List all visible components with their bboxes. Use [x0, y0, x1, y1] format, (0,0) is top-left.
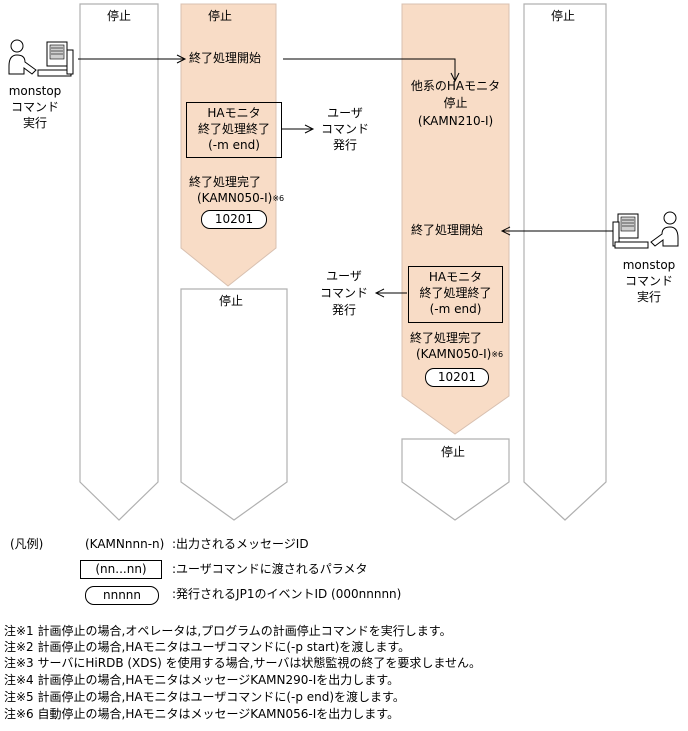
- col2-user-cmd-line2: コマンド: [320, 122, 369, 136]
- column-2-stopped-shape: [180, 288, 288, 521]
- note-6: 注※6 自動停止の場合,HAモニタはメッセージKAMN056-Iを出力します。: [4, 707, 400, 721]
- col3-user-cmd-line1: ユーザ: [326, 269, 362, 283]
- arrow-shutdown-to-other: [283, 58, 456, 80]
- col3-bottom-stop-label: 停止: [441, 445, 466, 459]
- note-5: 注※5 計画停止の場合,HAモニタはユーザコマンドに(-p end)を渡します。: [4, 690, 405, 704]
- legend-title: (凡例): [10, 537, 44, 551]
- right-user-execute: 実行: [636, 290, 661, 304]
- note-2: 注※2 計画停止の場合,HAモニタはユーザコマンドに(-p start)を渡しま…: [4, 640, 411, 654]
- col3-stop-line1: 他系のHAモニタ: [410, 79, 501, 93]
- col3-ha-box-line3: (-m end): [429, 302, 482, 316]
- legend-param-key: (nn...nn): [95, 562, 147, 576]
- col2-ha-box-line1: HAモニタ: [207, 106, 261, 120]
- col2-shutdown-start: 終了処理開始: [189, 51, 262, 65]
- col3-ha-box-line2: 終了処理終了: [419, 286, 492, 300]
- column-4-stopped-shape: [523, 3, 607, 521]
- col3-event-id-pill: 10201: [425, 368, 489, 387]
- col3-stop-line3: (KAMN210-I): [417, 114, 494, 128]
- note-4: 注※4 計画停止の場合,HAモニタはメッセージKAMN290-Iを出力します。: [4, 673, 400, 687]
- col2-complete-note: ※6: [272, 194, 285, 203]
- left-user-command: コマンド: [10, 100, 59, 114]
- legend-event-pill: nnnnn: [85, 586, 159, 605]
- col3-stop-line2: 停止: [443, 96, 468, 110]
- legend-msg-desc: :出力されるメッセージID: [172, 537, 309, 551]
- col3-ha-monitor-box: [408, 266, 503, 323]
- col2-complete-line2: (KAMN050-I)※6: [197, 191, 284, 206]
- col3-complete-msgid: (KAMN050-I): [416, 347, 492, 361]
- right-user-monstop: monstop: [622, 258, 676, 272]
- col2-stop-label: 停止: [208, 9, 233, 23]
- legend-param-desc: :ユーザコマンドに渡されるパラメタ: [172, 562, 368, 576]
- column-3-active-shape: [401, 3, 510, 435]
- col2-complete-line1: 終了処理完了: [189, 175, 262, 189]
- legend-event-desc: :発行されるJP1のイベントID (000nnnnn): [172, 587, 402, 601]
- col3-complete-note: ※6: [491, 350, 504, 359]
- column-1-stopped-shape: [79, 3, 159, 521]
- col2-complete-msgid: (KAMN050-I): [197, 191, 273, 205]
- col3-user-cmd-line2: コマンド: [319, 286, 368, 300]
- col3-ha-box-line1: HAモニタ: [428, 270, 483, 284]
- col1-stop-label: 停止: [107, 9, 132, 23]
- left-user-execute: 実行: [22, 116, 47, 130]
- col2-event-id-pill: 10201: [201, 210, 267, 229]
- col4-stop-label: 停止: [551, 9, 576, 23]
- col2-bottom-stop-label: 停止: [219, 294, 244, 308]
- right-user-command: コマンド: [624, 274, 673, 288]
- col2-ha-box-line2: 終了処理終了: [197, 122, 270, 136]
- operator-icon-left: [8, 39, 74, 77]
- left-user-monstop: monstop: [8, 84, 62, 98]
- note-3: 注※3 サーバにHiRDB (XDS) を使用する場合,サーバは状態監視の終了を…: [4, 656, 481, 670]
- operator-icon-right: [612, 211, 679, 249]
- col3-user-cmd-line3: 発行: [331, 303, 356, 317]
- col2-ha-box-line3: (-m end): [208, 138, 260, 152]
- col2-user-cmd-line1: ユーザ: [327, 106, 363, 120]
- col2-ha-monitor-box: [186, 102, 282, 158]
- legend-msg-key: (KAMNnnn-n): [85, 537, 165, 551]
- note-1: 注※1 計画停止の場合,オペレータは,プログラムの計画停止コマンドを実行します。: [4, 624, 452, 638]
- legend-param-box: [80, 560, 162, 579]
- col3-complete-line2: (KAMN050-I)※6: [416, 347, 503, 362]
- column-3-stopped-shape: [401, 438, 510, 521]
- col2-user-cmd-line3: 発行: [332, 138, 357, 152]
- col3-shutdown-start: 終了処理開始: [411, 223, 484, 237]
- col3-complete-line1: 終了処理完了: [410, 331, 483, 345]
